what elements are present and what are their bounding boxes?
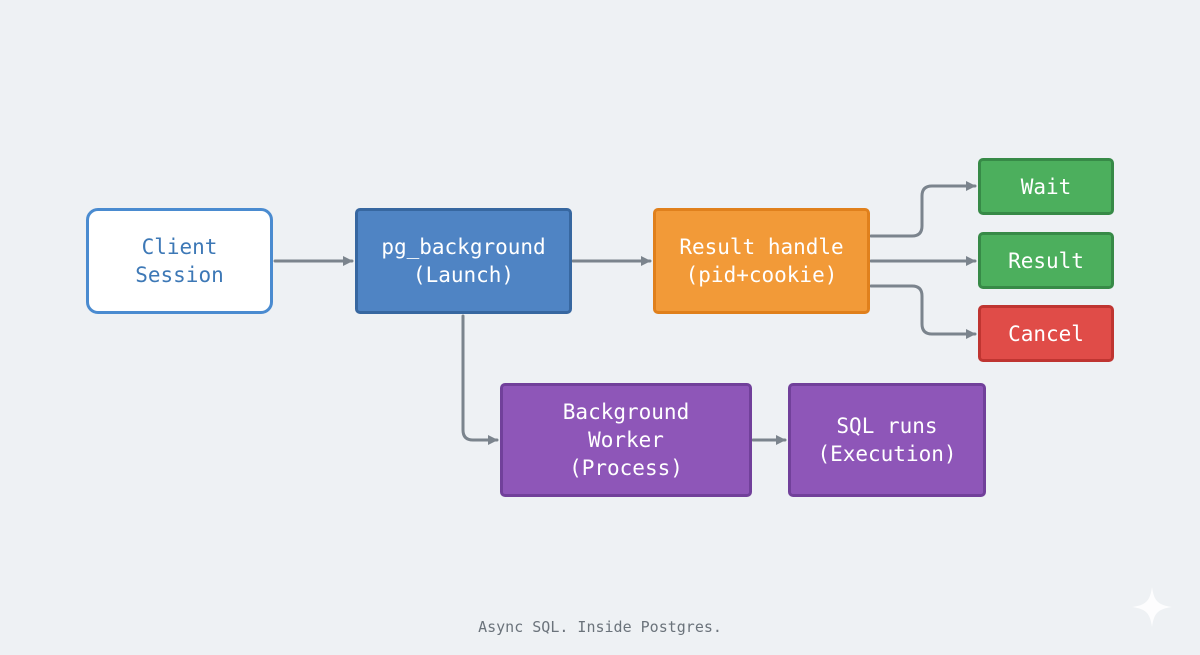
arrow-launch-to-worker [461,314,499,445]
client-session-node: Client Session [86,208,273,314]
tagline: Async SQL. Inside Postgres. [478,618,722,636]
background-worker-node: Background Worker (Process) [500,383,752,497]
pg-background-launch-node: pg_background (Launch) [355,208,572,314]
arrow-handle-to-cancel [869,284,977,339]
sql-execution-node: SQL runs (Execution) [788,383,986,497]
result-node: Result [978,232,1114,289]
sparkle-icon [1132,587,1172,627]
cancel-node: Cancel [978,305,1114,362]
result-handle-node: Result handle (pid+cookie) [653,208,870,314]
wait-node: Wait [978,158,1114,215]
arrow-handle-to-wait [869,181,977,238]
